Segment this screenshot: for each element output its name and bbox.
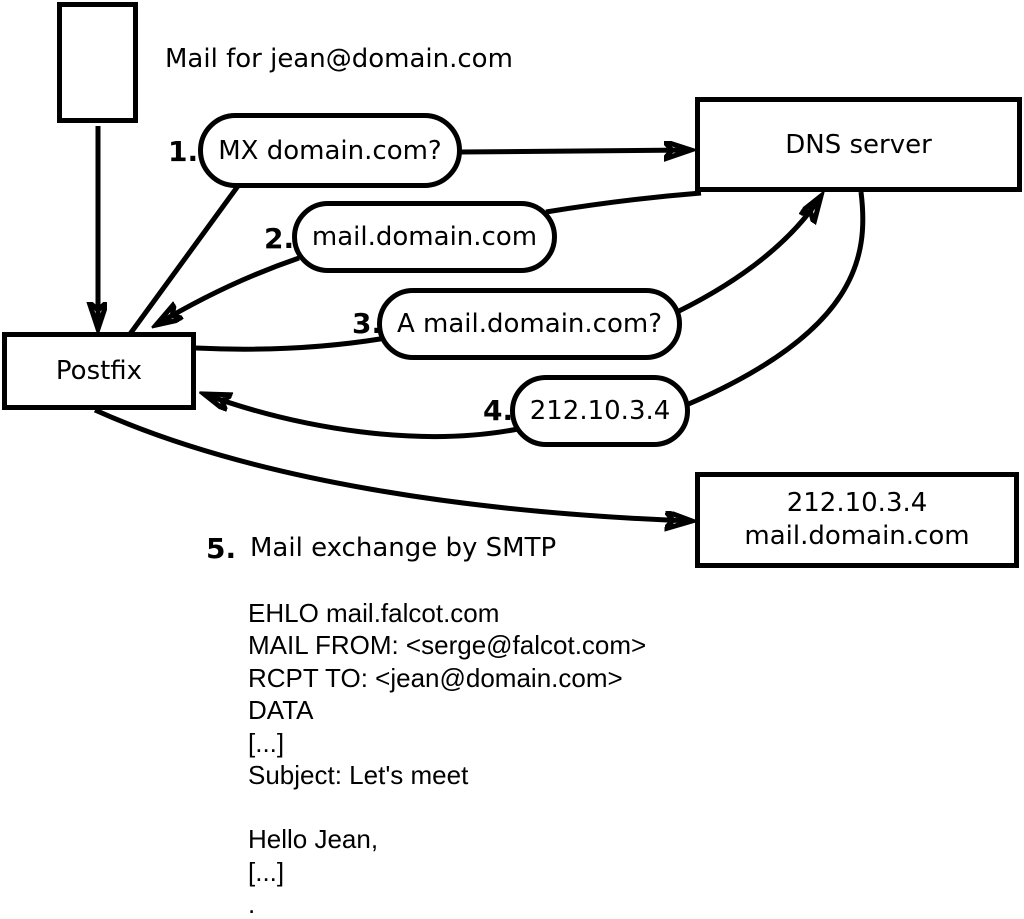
smtp-line-mail-from: MAIL FROM: <serge@falcot.com> [248, 630, 647, 661]
step4-number: 4. [483, 394, 514, 427]
step1-mx-query-label: MX domain.com? [218, 135, 442, 166]
arrow-mx-query-to-dns [459, 150, 691, 152]
step1-number: 1. [168, 135, 199, 168]
smtp-line-rcpt-to: RCPT TO: <jean@domain.com> [248, 662, 623, 693]
mail-envelope-shape [57, 2, 138, 123]
step2-mx-answer-pill: mail.domain.com [292, 201, 557, 273]
line-postfix-to-mx-query [127, 173, 249, 336]
line-postfix-to-a-query [195, 334, 393, 352]
smtp-line-ehlo: EHLO mail.falcot.com [248, 598, 500, 628]
step3-a-query-pill: A mail.domain.com? [377, 288, 682, 360]
dns-server-node: DNS server [695, 97, 1022, 192]
smtp-session-block: EHLO mail.falcot.com MAIL FROM: <serge@f… [248, 597, 646, 919]
line-dns-to-a-answer [683, 191, 866, 409]
smtp-line-ellipsis-1: [...] [248, 727, 285, 758]
postfix-node-label: Postfix [55, 356, 143, 386]
dns-server-node-label: DNS server [785, 129, 932, 160]
smtp-line-ellipsis-2: [...] [248, 856, 285, 887]
mail-server-node: 212.10.3.4 mail.domain.com [695, 472, 1019, 568]
smtp-line-end-dot: . [248, 889, 256, 919]
arrow-a-answer-to-postfix [204, 394, 519, 440]
mail-server-host-label: mail.domain.com [744, 521, 970, 551]
arrow-a-query-to-dns [675, 196, 821, 315]
step2-number: 2. [264, 222, 295, 255]
step5-smtp-exchange-label: Mail exchange by SMTP [250, 533, 557, 563]
smtp-line-data: DATA [248, 695, 314, 726]
arrow-mx-answer-to-postfix [156, 255, 300, 325]
step1-mx-query-pill: MX domain.com? [198, 113, 462, 188]
mail-server-ip-label: 212.10.3.4 [786, 488, 928, 518]
postfix-node: Postfix [2, 332, 196, 410]
step2-mx-answer-label: mail.domain.com [311, 222, 538, 252]
smtp-line-subject: Subject: Let's meet [248, 760, 469, 791]
smtp-line-hello: Hello Jean, [248, 824, 379, 855]
mail-for-label: Mail for jean@domain.com [165, 44, 513, 74]
line-dns-to-mx-answer [545, 190, 702, 215]
smtp-line-blank [248, 791, 646, 823]
step5-number: 5. [206, 532, 237, 565]
step4-a-answer-label: 212.10.3.4 [529, 396, 671, 426]
arrow-postfix-to-mail-server [93, 407, 692, 521]
step3-a-query-label: A mail.domain.com? [397, 309, 662, 339]
step4-a-answer-pill: 212.10.3.4 [510, 375, 690, 447]
